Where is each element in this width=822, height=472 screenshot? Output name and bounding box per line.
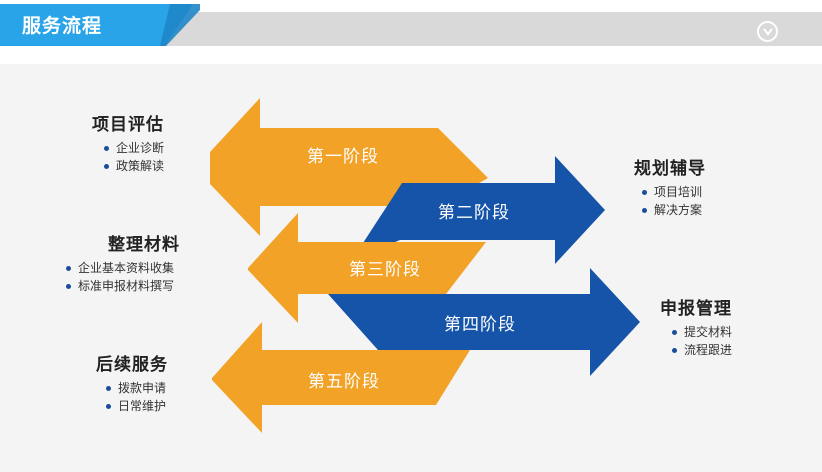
chevron-down-icon — [763, 28, 773, 36]
stage-arrow-2 — [352, 156, 605, 264]
group-title: 项目评估 — [92, 115, 164, 135]
list-item: 企业基本资料收集 — [66, 259, 180, 277]
group-project-eval: 项目评估 企业诊断 政策解读 — [92, 110, 164, 175]
list-item: 流程跟进 — [672, 341, 732, 359]
bullet-icon — [66, 266, 71, 271]
section-header: 服务流程 — [0, 0, 822, 46]
list-item: 拨款申请 — [106, 379, 168, 397]
group-title: 申报管理 — [660, 299, 732, 319]
stage-arrow-4 — [328, 268, 640, 376]
group-planning: 规划辅导 项目培训 解决方案 — [634, 154, 706, 219]
list-item: 解决方案 — [642, 201, 706, 219]
group-title: 整理材料 — [108, 235, 180, 255]
bullet-icon — [104, 164, 109, 169]
list-item: 政策解读 — [104, 157, 164, 175]
stage-label-3: 第三阶段 — [349, 260, 421, 280]
bullet-icon — [672, 348, 677, 353]
group-management: 申报管理 提交材料 流程跟进 — [660, 294, 732, 359]
stage-label-2: 第二阶段 — [438, 203, 510, 223]
bullet-icon — [106, 386, 111, 391]
stage-arrow-5 — [212, 322, 470, 433]
bullet-icon — [672, 330, 677, 335]
list-item: 提交材料 — [672, 323, 732, 341]
stage-label-1: 第一阶段 — [307, 147, 379, 167]
header-bar — [0, 4, 822, 46]
group-title: 后续服务 — [96, 355, 168, 375]
group-followup: 后续服务 拨款申请 日常维护 — [96, 350, 168, 415]
collapse-button[interactable] — [757, 21, 778, 42]
list-item: 企业诊断 — [104, 139, 164, 157]
bullet-icon — [106, 404, 111, 409]
list-item: 日常维护 — [106, 397, 168, 415]
stage-label-4: 第四阶段 — [444, 315, 516, 335]
bullet-icon — [104, 146, 109, 151]
bullet-icon — [642, 190, 647, 195]
bullet-icon — [66, 284, 71, 289]
group-title: 规划辅导 — [634, 159, 706, 179]
group-materials: 整理材料 企业基本资料收集 标准申报材料撰写 — [66, 230, 180, 295]
list-item: 项目培训 — [642, 183, 706, 201]
list-item: 标准申报材料撰写 — [66, 277, 180, 295]
page-title: 服务流程 — [22, 15, 103, 37]
stage-label-5: 第五阶段 — [308, 372, 380, 392]
stage-arrow-3 — [248, 213, 486, 323]
bullet-icon — [642, 208, 647, 213]
